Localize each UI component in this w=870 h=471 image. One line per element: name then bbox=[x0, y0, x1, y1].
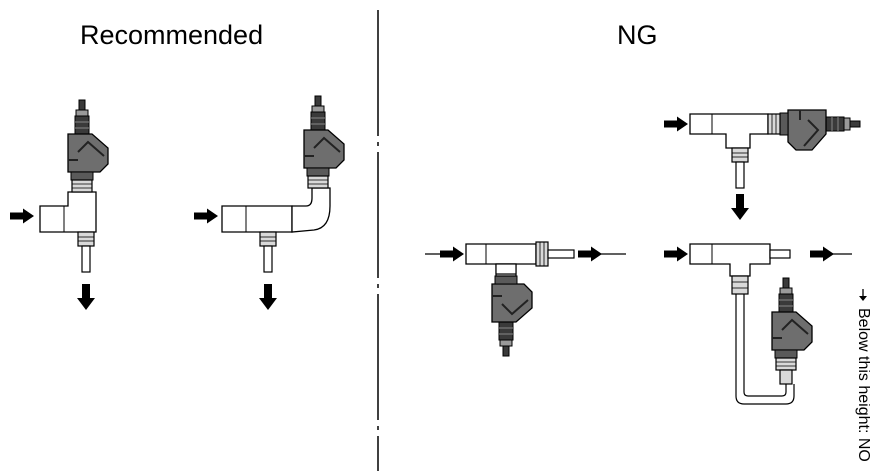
flow-arrow-icon bbox=[664, 116, 688, 132]
flow-arrow-icon bbox=[664, 246, 688, 262]
tee-fitting-icon bbox=[39, 191, 97, 233]
tee-fitting-icon bbox=[689, 243, 791, 277]
sensor-body-icon bbox=[491, 263, 533, 357]
heading-ng: NG bbox=[617, 20, 658, 50]
flow-arrow-icon bbox=[731, 194, 749, 220]
u-tube-icon bbox=[731, 275, 795, 405]
recommended-setup-2 bbox=[194, 95, 345, 310]
flow-arrow-icon bbox=[578, 246, 602, 262]
sensor-body-icon bbox=[771, 277, 813, 371]
flow-arrow-icon bbox=[77, 284, 95, 310]
flow-arrow-icon bbox=[259, 284, 277, 310]
flow-arrow-icon bbox=[10, 208, 34, 224]
ng-setup-sensor-below bbox=[425, 241, 626, 357]
outlet-stub bbox=[731, 147, 749, 189]
outlet-stub bbox=[259, 231, 277, 273]
tee-fitting-icon bbox=[221, 205, 293, 233]
sensor-body-icon bbox=[303, 95, 345, 189]
recommended-setup-1 bbox=[10, 99, 109, 310]
flow-arrow-icon bbox=[440, 246, 464, 262]
ng-setup-u-tube bbox=[664, 243, 852, 405]
sensor-body-icon bbox=[767, 109, 861, 151]
outlet-stub bbox=[77, 231, 95, 273]
ng-setup-sensor-horizontal bbox=[664, 109, 861, 220]
sensor-body-icon bbox=[67, 99, 109, 193]
height-arrow-icon bbox=[859, 289, 867, 301]
tee-fitting-icon bbox=[465, 241, 575, 267]
flow-arrow-icon bbox=[194, 208, 218, 224]
height-limit-note: Below this height: NO bbox=[853, 288, 870, 470]
height-note-text: Below this height: NO bbox=[855, 308, 870, 462]
elbow-fitting-icon bbox=[291, 187, 331, 233]
tee-fitting-icon bbox=[689, 113, 769, 149]
heading-recommended: Recommended bbox=[80, 20, 264, 50]
flow-arrow-icon bbox=[810, 246, 834, 262]
